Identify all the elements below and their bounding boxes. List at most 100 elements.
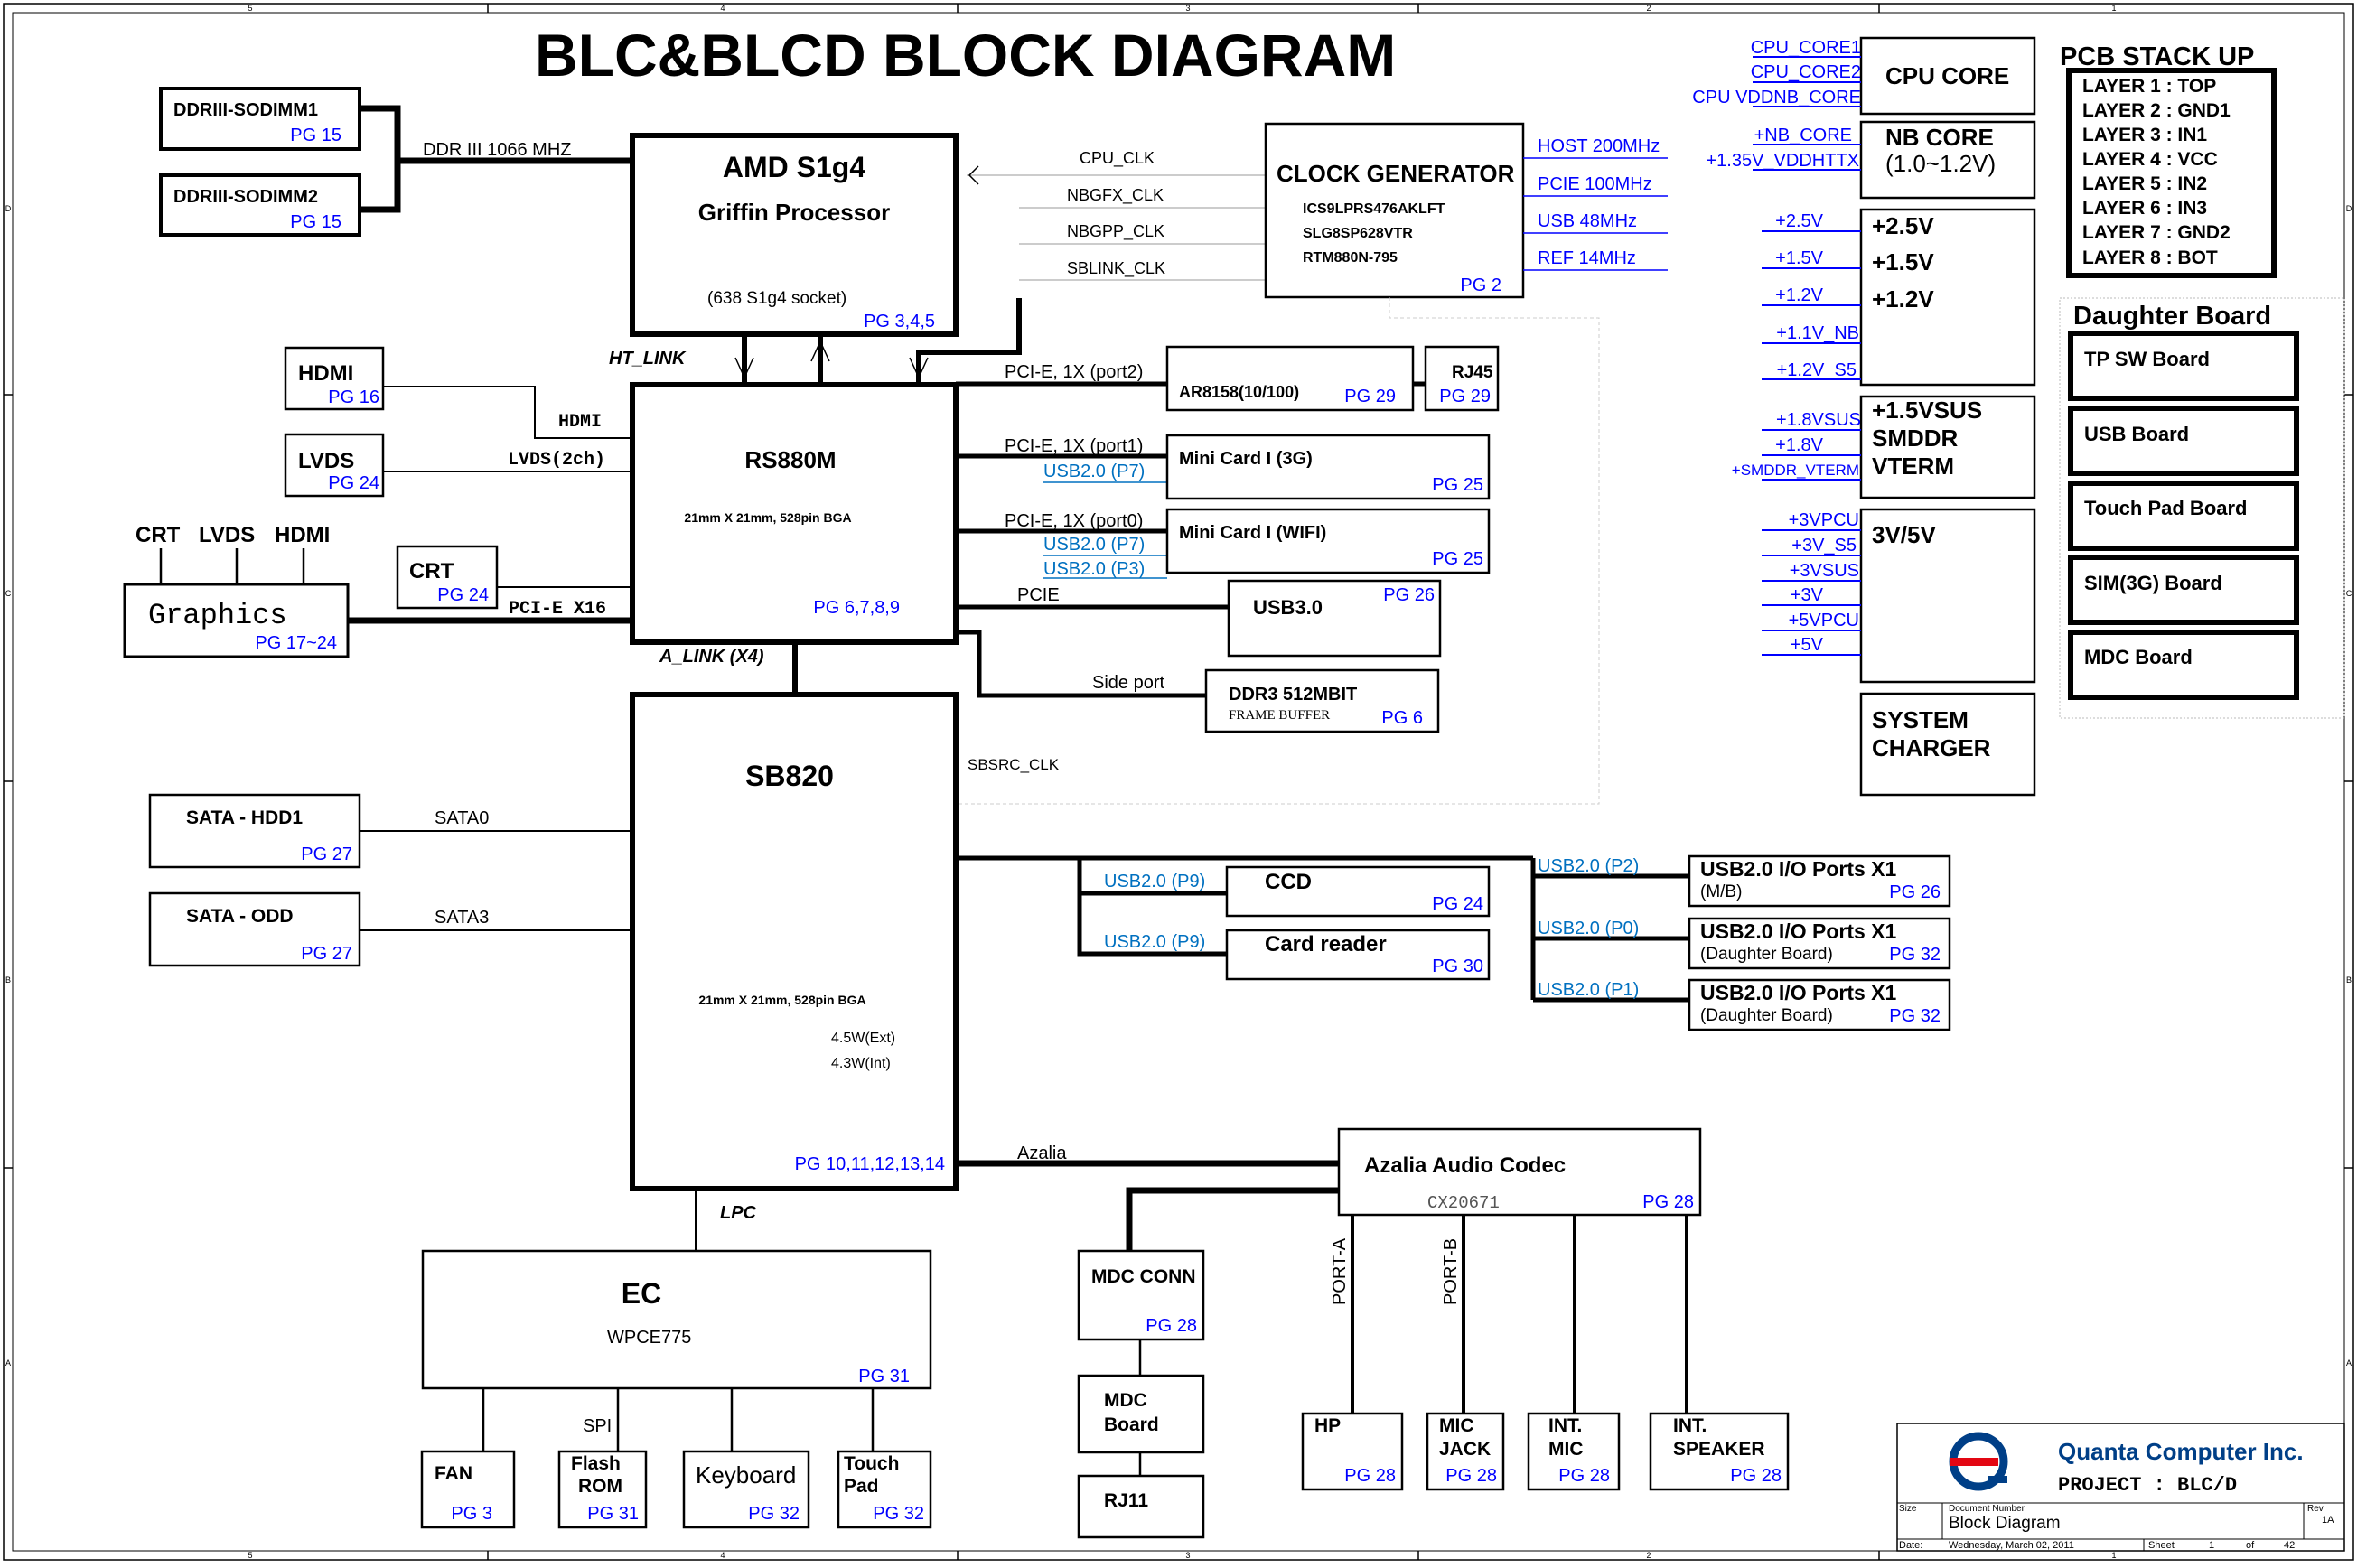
v3v5-label: 3V/5V <box>1872 521 1936 548</box>
revision: 1A <box>2322 1515 2334 1526</box>
power-rail: +1.5V <box>1775 248 1823 268</box>
border-label: 1 <box>2111 1551 2116 1560</box>
regulator-box <box>1859 208 2036 387</box>
border-label: 3 <box>1185 4 1190 13</box>
daughter-board-label: USB Board <box>2084 423 2189 445</box>
border-label: 5 <box>248 4 252 13</box>
southbridge-block: SB820 21mm X 21mm, 528pin BGA 4.5W(Ext) … <box>630 692 1060 1191</box>
usb-io-port-sub: (Daughter Board) <box>1700 945 1833 964</box>
minicard3g-bus-label: PCI-E, 1X (port1) <box>1005 436 1143 456</box>
page-ref: PG 29 <box>1439 387 1491 406</box>
rj45-label: RJ45 <box>1452 363 1493 382</box>
fan-label: FAN <box>435 1463 472 1484</box>
border-label: 2 <box>1646 1551 1651 1560</box>
power-rail: +1.35V_VDDHTTX <box>1706 151 1859 171</box>
pcb-layer: LAYER 3 : IN1 <box>2082 125 2207 145</box>
int-speaker-box <box>1649 1412 1790 1491</box>
vsus-label: SMDDR <box>1872 425 1959 452</box>
border-label: C <box>5 589 12 598</box>
clockgen-title: CLOCK GENERATOR <box>1277 160 1515 187</box>
usb-io-port-box <box>1688 854 1951 908</box>
regulator-output: +1.2V <box>1872 285 1934 313</box>
pcb-layer: LAYER 6 : IN3 <box>2082 198 2207 219</box>
sideport-label: Side port <box>1092 673 1164 693</box>
page-ref: PG 26 <box>1889 882 1941 902</box>
northbridge-block: RS880M 21mm X 21mm, 528pin BGA PG 6,7,8,… <box>630 382 959 645</box>
minicard-3g-label: Mini Card I (3G) <box>1179 449 1313 469</box>
ddr-bus-label: DDR III 1066 MHZ <box>423 140 571 160</box>
usb-io-port-box <box>1688 917 1951 970</box>
clock-generator: CLOCK GENERATOR ICS9LPRS476AKLFT SLG8SP6… <box>956 122 1668 805</box>
border-label: 4 <box>720 1551 725 1560</box>
sodimm1-label: DDRIII-SODIMM1 <box>173 100 318 120</box>
mdc-board-label: Board <box>1104 1414 1159 1435</box>
spi-label: SPI <box>583 1416 612 1436</box>
cpu-title: AMD S1g4 <box>723 151 865 183</box>
fan-box <box>420 1450 516 1529</box>
border-label: 1 <box>2111 4 2116 13</box>
page-ref: PG 25 <box>1432 549 1483 569</box>
page-ref: PG 28 <box>1642 1192 1694 1212</box>
company-name: Quanta Computer Inc. <box>2058 1438 2304 1465</box>
power-rail: CPU_CORE2 <box>1751 62 1861 82</box>
pcb-stackup-title: PCB STACK UP <box>2060 42 2254 71</box>
int-mic-label: MIC <box>1548 1439 1584 1460</box>
daughter-board-box <box>2068 406 2299 476</box>
vsus-box <box>1859 395 2036 499</box>
nb-core-box <box>1859 120 2036 200</box>
minicard-wifi-box <box>1165 508 1491 574</box>
daughter-board-label: TP SW Board <box>2084 348 2210 370</box>
sb-power-int: 4.3W(Int) <box>831 1056 891 1071</box>
daughter-board-label: SIM(3G) Board <box>2084 572 2222 594</box>
lvds-box <box>284 433 385 498</box>
regulator-output: +1.5V <box>1872 248 1934 275</box>
lan-bus-label: PCI-E, 1X (port2) <box>1005 362 1143 382</box>
border-label: 2 <box>1646 4 1651 13</box>
sodimm2-box <box>159 173 361 237</box>
usb-port-label: USB2.0 (P9) <box>1104 872 1205 891</box>
power-rail: +NB_CORE <box>1754 126 1852 145</box>
hp-box <box>1301 1412 1404 1491</box>
nb-peripherals: PCI-E, 1X (port2) AR8158(10/100) PG 29 R… <box>956 345 1500 733</box>
power-rail: +3V_S5 <box>1791 536 1857 555</box>
page-ref: PG 17~24 <box>255 633 337 653</box>
sodimm1-box <box>159 87 361 151</box>
usb-io-port-label: USB2.0 I/O Ports X1 <box>1700 981 1897 1004</box>
usb-io-port-sub: (M/B) <box>1700 882 1742 901</box>
border-label: A <box>2346 1358 2352 1367</box>
page-ref: PG 32 <box>748 1504 800 1524</box>
page-ref: PG 32 <box>873 1504 924 1524</box>
usb-port-label: USB2.0 (P0) <box>1538 919 1639 938</box>
usb-io-port-label: USB2.0 I/O Ports X1 <box>1700 857 1897 881</box>
keyboard-box <box>682 1450 810 1529</box>
usb-section: USB2.0 (P9) USB2.0 (P9) CCD PG 24 Card r… <box>956 854 1951 1031</box>
graphics-label: Graphics <box>148 599 287 632</box>
page-ref: PG 30 <box>1432 957 1483 976</box>
audio-section: Azalia Azalia Audio Codec CX20671 PG 28 … <box>956 1127 1790 1539</box>
date-value: Wednesday, March 02, 2011 <box>1949 1540 2074 1551</box>
pcb-layer: LAYER 5 : IN2 <box>2082 173 2207 194</box>
daughter-board-label: Touch Pad Board <box>2084 497 2248 519</box>
vsus-label: VTERM <box>1872 453 1954 480</box>
ec-box <box>421 1249 932 1390</box>
nb-title: RS880M <box>744 446 836 473</box>
regulator-output: +2.5V <box>1872 212 1934 239</box>
audio-codec-chip: CX20671 <box>1427 1193 1500 1213</box>
ddr3-label: DDR3 512MBIT <box>1229 685 1357 705</box>
pcb-layer: LAYER 7 : GND2 <box>2082 222 2231 243</box>
diagram-title: BLC&BLCD BLOCK DIAGRAM <box>535 22 1396 89</box>
page-ref: PG 27 <box>301 944 352 964</box>
clock-output: REF 14MHz <box>1538 248 1636 268</box>
sblink-clk-label: SBLINK_CLK <box>1067 259 1165 278</box>
page-ref: PG 15 <box>290 212 341 232</box>
cpu-core-label: CPU CORE <box>1885 62 2009 89</box>
sheet-total: 42 <box>2284 1540 2295 1551</box>
page-ref: PG 10,11,12,13,14 <box>795 1154 945 1174</box>
mic-jack-label: MIC <box>1439 1415 1474 1436</box>
int-mic-label: INT. <box>1548 1415 1582 1436</box>
ht-link-label: HT_LINK <box>609 349 687 369</box>
power-rail: CPU VDDNB_CORE <box>1692 88 1861 107</box>
lpc-label: LPC <box>720 1203 757 1223</box>
power-rail: +1.1V_NB <box>1776 323 1859 343</box>
touchpad-label: Pad <box>844 1476 879 1497</box>
